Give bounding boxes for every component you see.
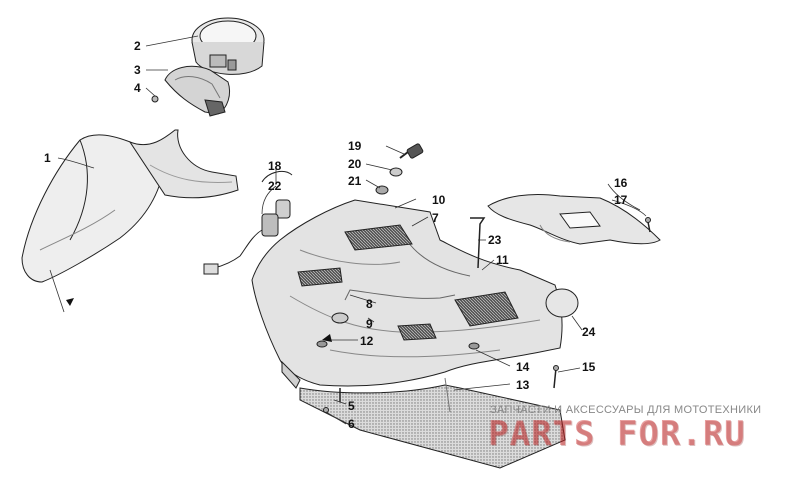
arrow-marker-left <box>66 298 74 306</box>
callout-4: 4 <box>134 81 141 95</box>
round-cover-part <box>545 288 579 318</box>
callout-5: 5 <box>348 399 355 413</box>
fasteners <box>323 217 651 413</box>
callout-24: 24 <box>582 325 596 339</box>
callout-9: 9 <box>366 317 373 331</box>
callout-11: 11 <box>496 253 509 267</box>
callout-3: 3 <box>134 63 141 77</box>
watermark-subtitle: ЗАПЧАСТИ И АКСЕССУАРЫ ДЛЯ МОТОТЕХНИКИ <box>490 404 762 416</box>
callout-7: 7 <box>432 211 439 225</box>
callout-22: 22 <box>268 179 282 193</box>
callout-1: 1 <box>44 151 51 165</box>
leader-lines <box>49 35 647 425</box>
callout-10: 10 <box>432 193 446 207</box>
callout-13: 13 <box>516 378 530 392</box>
lower-panel-part <box>299 377 566 469</box>
bezel-part <box>164 65 231 117</box>
key-part <box>375 143 424 195</box>
callout-18: 18 <box>268 159 282 173</box>
gauge-part <box>191 17 265 75</box>
callout-23: 23 <box>488 233 502 247</box>
windshield-part <box>21 129 239 283</box>
watermark-logo: PARTS FOR.RU <box>488 414 746 454</box>
callout-14: 14 <box>516 360 530 374</box>
screw-4 <box>151 95 159 103</box>
callout-19: 19 <box>348 139 362 153</box>
callout-15: 15 <box>582 360 596 374</box>
callout-21: 21 <box>348 174 362 188</box>
callout-6: 6 <box>348 417 355 431</box>
arrow-marker-center <box>322 334 332 342</box>
callout-20: 20 <box>348 157 362 171</box>
callout-12: 12 <box>360 334 374 348</box>
callout-2: 2 <box>134 39 141 53</box>
side-cover-part <box>487 193 661 245</box>
callout-8: 8 <box>366 297 373 311</box>
callout-17: 17 <box>614 193 628 207</box>
callout-16: 16 <box>614 176 628 190</box>
